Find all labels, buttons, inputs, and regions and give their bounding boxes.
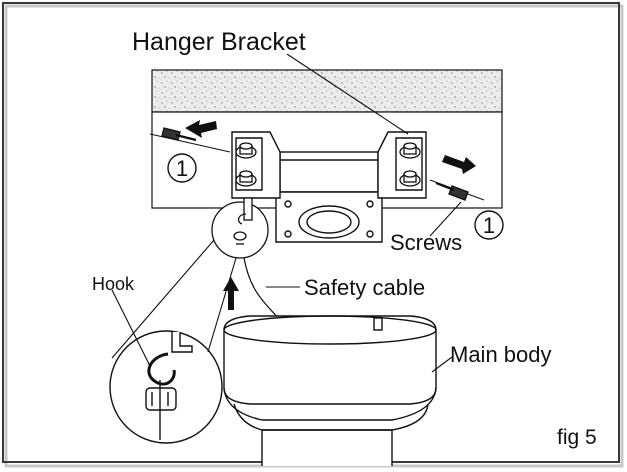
body-slot [373, 317, 383, 331]
bracket-hole [284, 200, 292, 208]
bracket-hole [366, 230, 374, 238]
bracket-left-arm [231, 131, 281, 199]
bracket-bolts [235, 142, 421, 187]
cable-clamp [145, 387, 177, 411]
arrow-up-icon [223, 277, 239, 310]
body-lower-ring [233, 403, 429, 431]
connector-right [207, 257, 237, 353]
screw-right-icon [435, 181, 469, 201]
leader-hanger-bracket [286, 53, 409, 135]
figure-caption: fig 5 [557, 426, 597, 449]
hook-curve [237, 213, 247, 225]
label-screws: Screws [390, 230, 462, 255]
label-hook: Hook [92, 274, 135, 294]
safety-cable [243, 257, 281, 321]
body-canopy [223, 315, 437, 405]
bracket-hole [284, 230, 292, 238]
label-hanger-bracket: Hanger Bracket [132, 28, 306, 56]
main-body [223, 315, 437, 466]
arrow-left-icon [185, 120, 217, 138]
label-main-body: Main body [450, 342, 552, 367]
hook-mount [171, 332, 193, 353]
detail-circle-large [109, 330, 223, 444]
bolt-icon [399, 142, 421, 159]
bracket-left-slot [235, 137, 263, 191]
leader-main-body [431, 356, 453, 373]
connector-left [111, 239, 215, 359]
step-circle-left [167, 153, 197, 183]
ceiling-texture [151, 69, 503, 113]
body-rim [223, 315, 437, 345]
bolt-icon [399, 170, 421, 187]
screws-group [149, 127, 485, 201]
hook-detail-large [109, 330, 223, 444]
bracket-top-plate [279, 151, 379, 193]
hook-post [243, 197, 253, 221]
leader-screws [429, 201, 462, 237]
detail-circle-small [211, 201, 269, 259]
bolt-icon [235, 142, 257, 159]
body-stem [261, 429, 393, 466]
bracket-center-ring [306, 210, 352, 234]
leader-hook [111, 289, 151, 367]
bracket-right-arm [377, 131, 427, 199]
body-base-curve [223, 387, 437, 421]
bracket-right-slot [395, 137, 423, 191]
bolt-icon [235, 170, 257, 187]
label-safety-cable: Safety cable [304, 275, 425, 300]
step-number-right: 1 [483, 213, 495, 238]
cable-loop [233, 231, 247, 241]
direction-arrows [185, 120, 476, 310]
bracket-hole [366, 200, 374, 208]
step-number-left: 1 [176, 156, 188, 181]
hook-detail-small [211, 197, 269, 259]
arrow-right-icon [442, 155, 476, 174]
step-markers: 1 1 [167, 153, 504, 240]
step-circle-right [474, 210, 504, 240]
screw-left-icon [161, 127, 197, 142]
hook-large-icon [147, 352, 176, 386]
leader-lines [111, 53, 462, 373]
detail-connectors [111, 239, 237, 359]
